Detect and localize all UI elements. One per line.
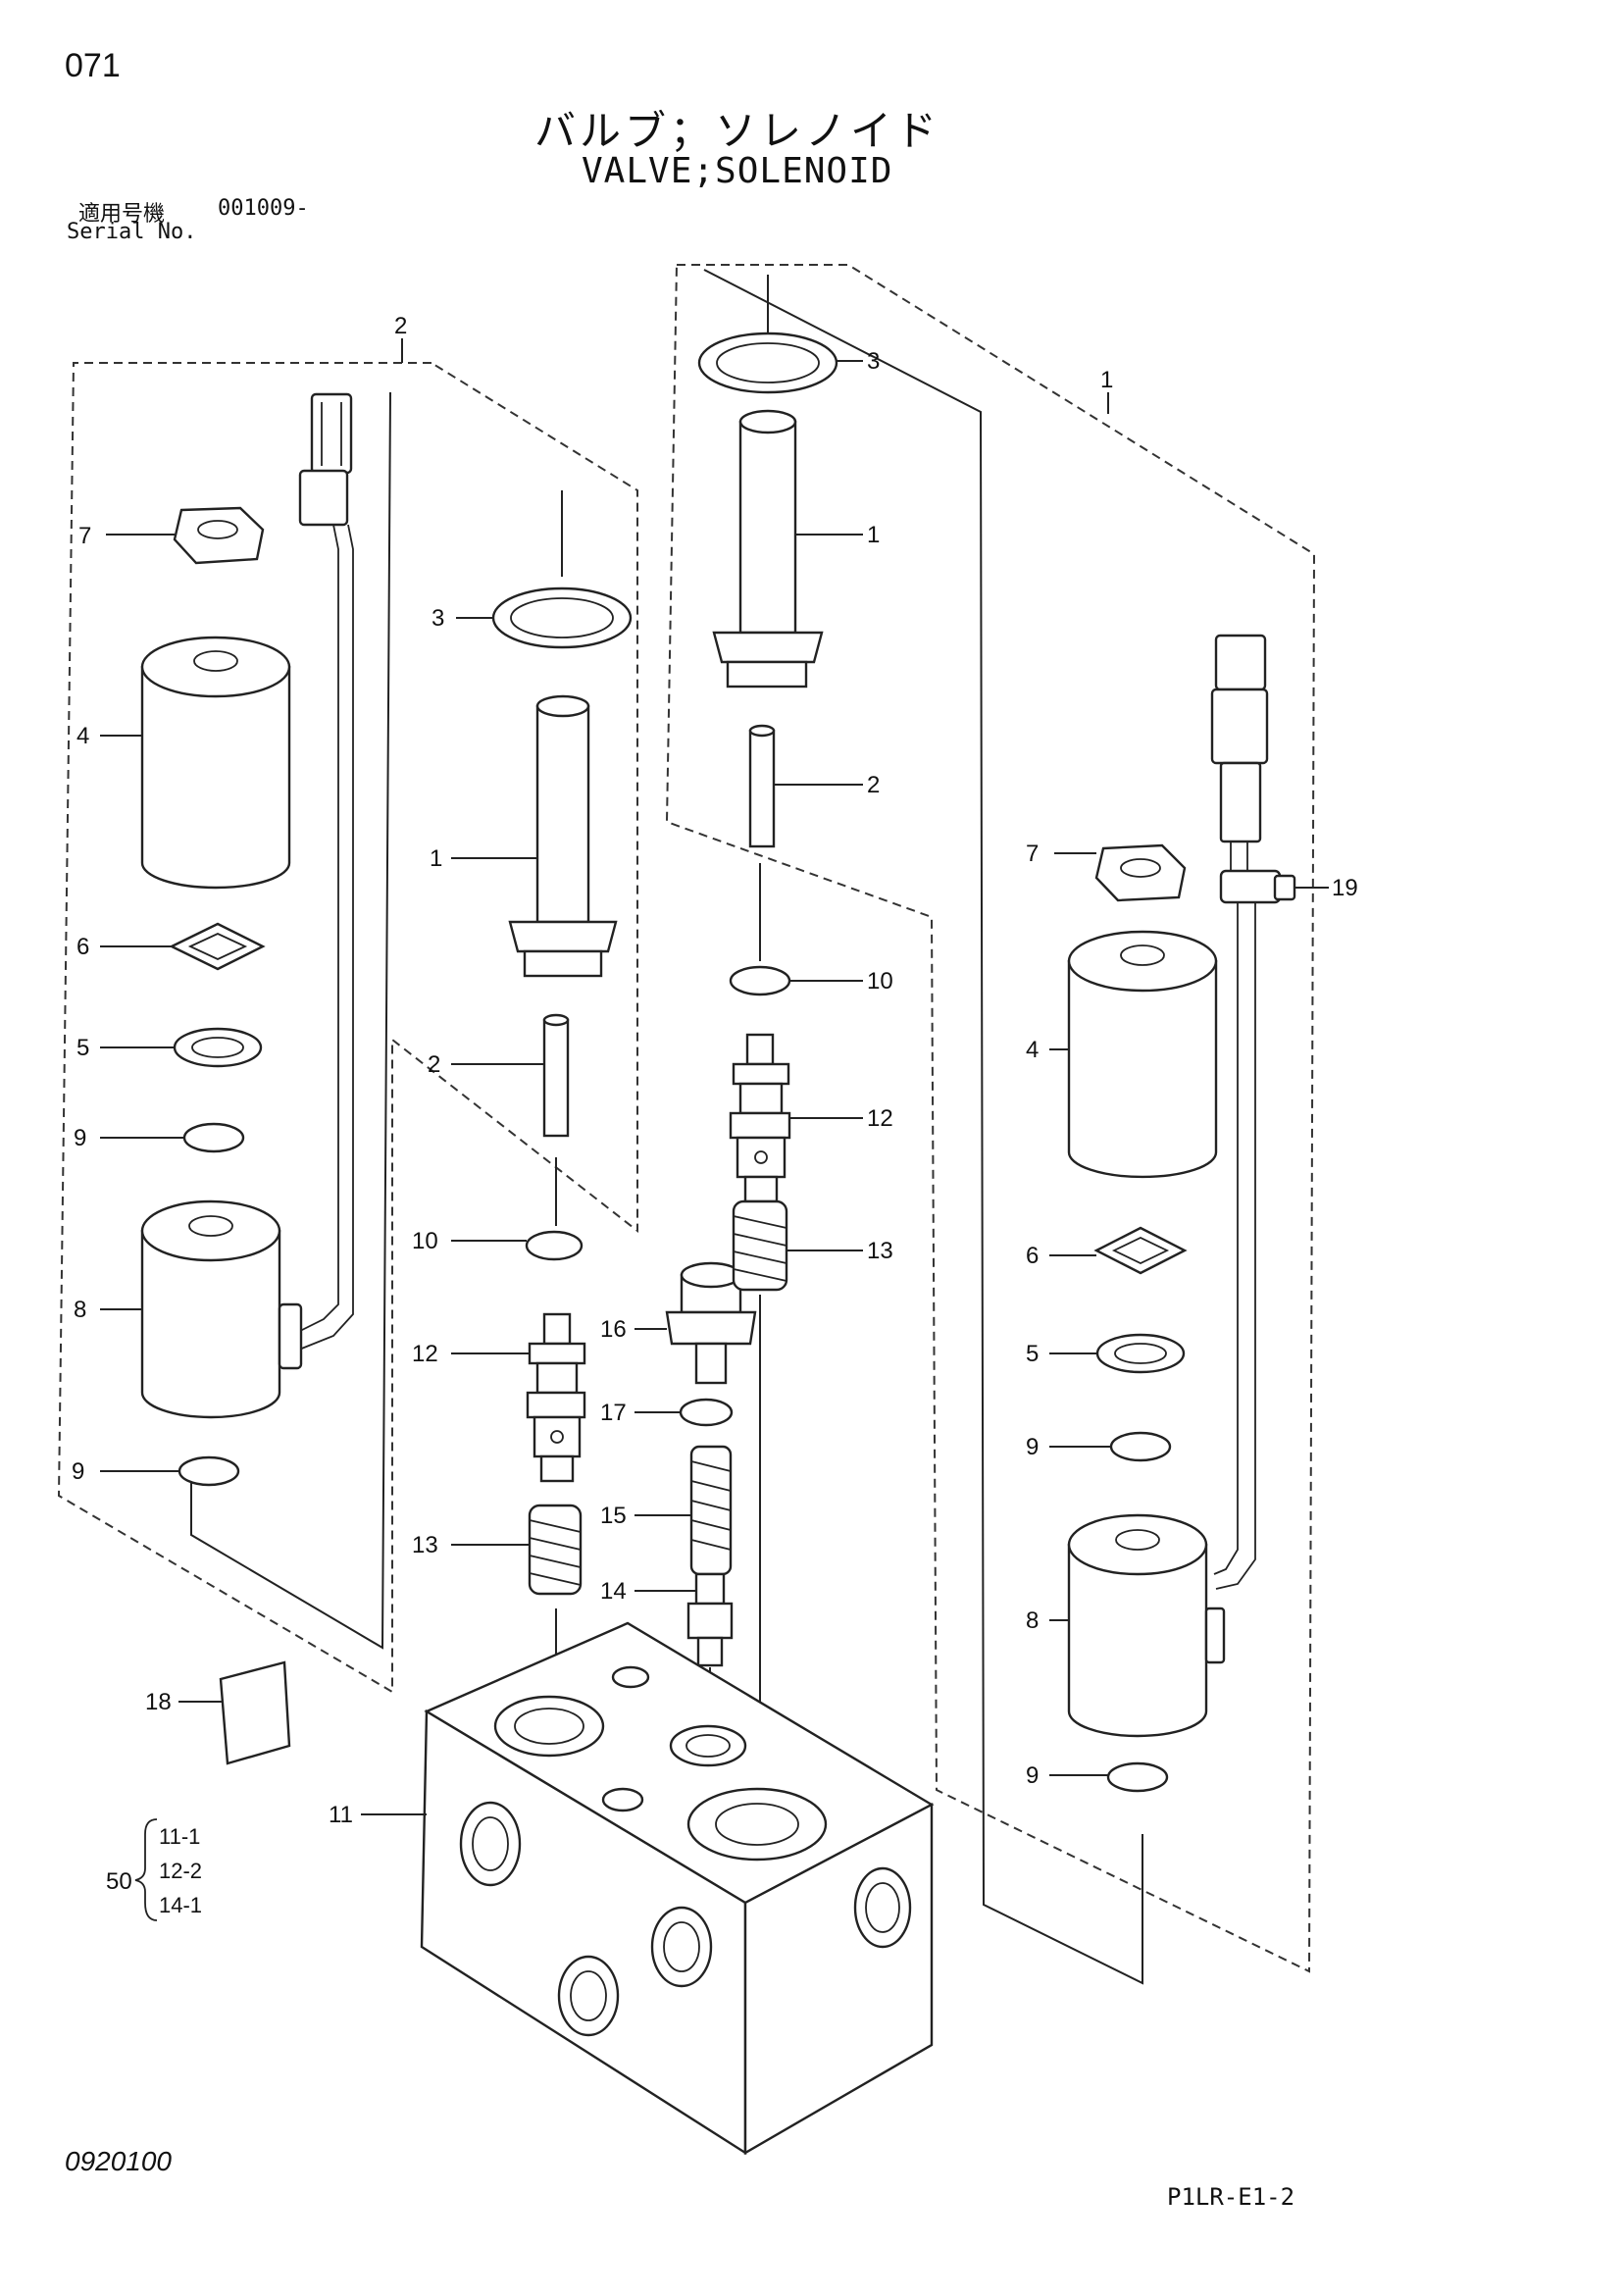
- assembly-label-1: 1: [1100, 367, 1113, 393]
- wiring-harness-left: [293, 392, 354, 1352]
- leader-lines: [100, 360, 1329, 1815]
- part-label: 6: [76, 934, 89, 960]
- assembly-label-2: 2: [394, 313, 407, 339]
- wiring-harness-right: [1210, 634, 1296, 1590]
- page-title-japanese: バルブ；ソレノイド: [534, 107, 941, 155]
- hex-nut-right: [1094, 843, 1187, 902]
- o-ring-left-lower: [178, 1455, 240, 1487]
- part-label: 12: [867, 1105, 893, 1132]
- part-label: 18: [145, 1689, 172, 1715]
- part-label: 12: [412, 1341, 438, 1367]
- figure-code: P1LR-E1-2: [1167, 2183, 1295, 2211]
- part-label: 13: [412, 1532, 438, 1558]
- part-label: 19: [1332, 875, 1358, 901]
- kit-item: 12-2: [159, 1859, 202, 1883]
- sleeve-tube-right: [712, 409, 824, 689]
- o-ring-right-lower: [1106, 1761, 1169, 1793]
- sleeve-tube-center: [508, 694, 618, 978]
- kit-item: 11-1: [159, 1824, 200, 1849]
- ring-seal-center: [491, 587, 633, 649]
- valve-body: [420, 1621, 935, 2156]
- spool-center: [526, 1312, 586, 1483]
- part-label: 9: [72, 1458, 84, 1485]
- kit-item: 14-1: [159, 1893, 202, 1917]
- hex-nut: [173, 506, 265, 565]
- part-label: 9: [1026, 1434, 1039, 1460]
- part-label: 2: [867, 772, 880, 798]
- kit-callout: 50 11-1 12-2 14-1: [106, 1818, 202, 1921]
- part-label: 17: [600, 1400, 627, 1426]
- part-label: 13: [867, 1238, 893, 1264]
- part-label: 3: [431, 605, 444, 632]
- o-ring-right-upper: [1109, 1431, 1172, 1462]
- spring-right: [732, 1199, 788, 1292]
- part-label: 4: [1026, 1037, 1039, 1063]
- part-label: 1: [430, 845, 442, 872]
- page-number: 071: [65, 47, 121, 84]
- part-label: 7: [78, 523, 91, 549]
- plug-fitting: [665, 1261, 757, 1385]
- right-assembly-boundary: [665, 264, 1316, 1973]
- spring-middle: [689, 1445, 733, 1576]
- o-ring-center: [525, 1230, 584, 1261]
- coil-upper-right: [1067, 930, 1218, 1179]
- part-label: 14: [600, 1578, 627, 1605]
- name-plate: [219, 1660, 291, 1765]
- part-label: 9: [1026, 1762, 1039, 1789]
- part-label: 11: [329, 1802, 353, 1828]
- part-label: 10: [412, 1228, 438, 1254]
- coil-lower-left: [140, 1199, 303, 1419]
- part-label: 10: [867, 968, 893, 995]
- spacer-ring-left: [173, 1027, 263, 1068]
- ring-seal-right: [697, 332, 838, 394]
- o-ring-middle: [679, 1398, 734, 1427]
- part-label: 8: [1026, 1607, 1039, 1634]
- coil-upper-left: [140, 636, 291, 890]
- part-label: 3: [867, 348, 880, 375]
- drawing-id: 0920100: [65, 2146, 173, 2176]
- plate-washer-right: [1093, 1226, 1188, 1275]
- pin-center: [542, 1013, 570, 1138]
- part-label: 1: [867, 522, 880, 548]
- part-label: 7: [1026, 841, 1039, 867]
- left-assembly-boundary: [57, 338, 638, 1694]
- coil-lower-right: [1067, 1513, 1226, 1738]
- serial-label-japanese: 適用号機: [78, 202, 166, 227]
- part-label: 6: [1026, 1243, 1039, 1269]
- plate-washer-left: [169, 922, 266, 971]
- spring-center: [528, 1504, 583, 1596]
- pin-right: [748, 724, 776, 848]
- serial-value: 001009-: [218, 196, 309, 221]
- spacer-ring-right: [1095, 1333, 1186, 1374]
- o-ring-left-upper: [182, 1122, 245, 1153]
- part-label: 2: [428, 1051, 440, 1078]
- o-ring-right: [729, 965, 791, 996]
- part-label: 5: [1026, 1341, 1039, 1367]
- part-label: 4: [76, 723, 89, 749]
- page-title-english: VALVE;SOLENOID: [582, 151, 893, 191]
- part-label: 15: [600, 1503, 627, 1529]
- spool-right: [729, 1033, 791, 1203]
- part-label: 5: [76, 1035, 89, 1061]
- poppet-pin: [686, 1572, 734, 1667]
- part-label: 9: [74, 1125, 86, 1151]
- serial-label-english: Serial No.: [67, 220, 197, 244]
- kit-number: 50: [106, 1868, 132, 1895]
- part-label: 16: [600, 1316, 627, 1343]
- part-label: 8: [74, 1297, 86, 1323]
